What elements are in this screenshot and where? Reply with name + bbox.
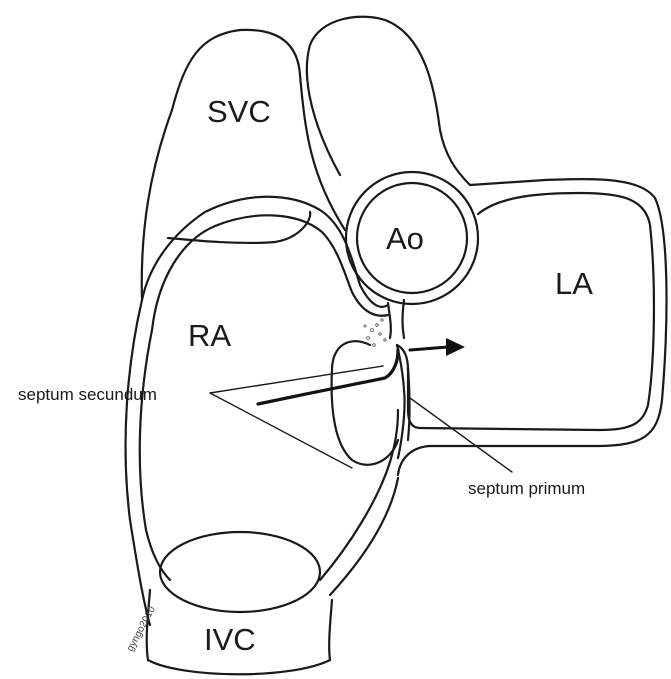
right-atrium-lower-outer <box>330 478 398 595</box>
ivc-bottom <box>148 660 330 674</box>
septum-wall <box>388 303 391 338</box>
shunt-arrow <box>410 347 448 350</box>
fossa-ovalis <box>332 341 398 465</box>
septum-wall-right <box>403 300 405 338</box>
right-atrium-inner-left <box>140 330 170 580</box>
ivc-vessel-right <box>329 600 332 660</box>
left-atrium-outer-wall <box>398 179 666 475</box>
shunt-arrow-head-icon <box>446 338 465 356</box>
label-ao: Ao <box>386 221 424 256</box>
aorta-vessel <box>307 17 470 185</box>
label-ra: RA <box>188 318 231 353</box>
label-ivc: IVC <box>204 622 256 657</box>
artist-signature: gyngo2010 <box>125 604 158 653</box>
ivc-opening <box>160 532 320 612</box>
right-atrium-inner-wall <box>152 215 388 330</box>
label-septum-primum: septum primum <box>468 479 585 498</box>
label-svc: SVC <box>207 94 271 129</box>
shunt-flow-line <box>258 350 398 404</box>
leader-secundum-lower <box>210 393 352 468</box>
leader-primum <box>410 398 512 472</box>
left-atrium-inner-wall <box>397 193 654 430</box>
right-atrium-lower-wall <box>320 410 398 580</box>
label-la: LA <box>555 266 593 301</box>
leader-secundum-upper <box>210 366 383 393</box>
svc-vessel <box>142 30 345 300</box>
right-atrium-outer-wall <box>126 300 150 625</box>
label-septum-secundum: septum secundum <box>18 385 157 404</box>
bubbles <box>364 319 386 347</box>
